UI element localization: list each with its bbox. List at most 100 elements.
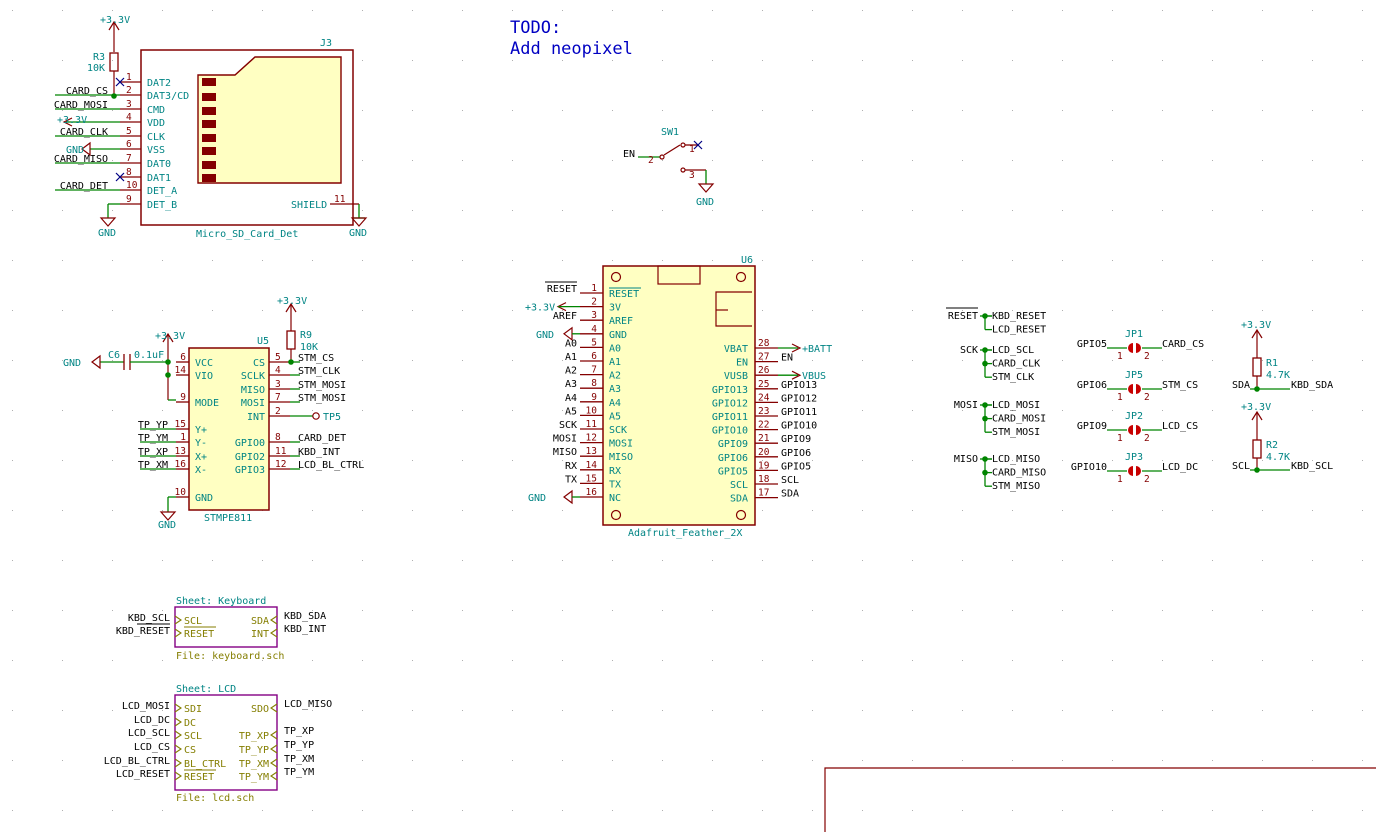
grid-dot: [412, 460, 413, 461]
svg-text:GND: GND: [696, 197, 714, 208]
grid-dot: [1362, 410, 1363, 411]
grid-dot: [962, 260, 963, 261]
grid-dot: [712, 710, 713, 711]
grid-dot: [1212, 710, 1213, 711]
grid-dot: [12, 310, 13, 311]
grid-dot: [1262, 210, 1263, 211]
grid-dot: [912, 310, 913, 311]
grid-dot: [362, 760, 363, 761]
grid-dot: [412, 760, 413, 761]
feather-board-u6[interactable]: U6 Adafruit_Feather_2X 1RESETRESET23V+3.…: [525, 255, 832, 539]
grid-dot: [1362, 360, 1363, 361]
resistor-ref: R2: [1266, 440, 1278, 451]
touch-controller-u5[interactable]: U5 STMPE811 6VCC14VIO9MODE15Y+TP_YP1Y-TP…: [138, 336, 364, 524]
grid-dot: [1112, 210, 1113, 211]
grid-dot: [12, 60, 13, 61]
u6-pin-name: SCK: [609, 425, 627, 436]
grid-dot: [1012, 510, 1013, 511]
jumper-pad: [1136, 384, 1141, 394]
j3-shield-label: SHIELD: [291, 200, 327, 211]
sw1-ref: SW1: [661, 127, 679, 138]
net-label: TX: [565, 474, 577, 485]
grid-dot: [862, 160, 863, 161]
grid-dot: [362, 210, 363, 211]
grid-dot: [62, 60, 63, 61]
c6-ref: C6: [108, 350, 120, 361]
u6-pin-number: 24: [758, 392, 770, 403]
grid-dot: [1212, 360, 1213, 361]
grid-dot: [1212, 810, 1213, 811]
grid-dot: [962, 610, 963, 611]
grid-dot: [1012, 260, 1013, 261]
grid-dot: [1212, 210, 1213, 211]
grid-dot: [1312, 10, 1313, 11]
sheet-input-marker: [174, 703, 182, 713]
grid-dot: [112, 660, 113, 661]
grid-dot: [812, 110, 813, 111]
switch-sw1[interactable]: SW1 EN GND 2 1 3: [623, 127, 715, 208]
grid-dot: [762, 710, 763, 711]
grid-dot: [312, 360, 313, 361]
grid-dot: [862, 660, 863, 661]
grid-dot: [1112, 310, 1113, 311]
net-label: LCD_DC: [134, 715, 170, 726]
net-label: GPIO6: [781, 448, 811, 459]
net-label: STM_MOSI: [992, 427, 1040, 438]
grid-dot: [1012, 710, 1013, 711]
u6-pin-name: A3: [609, 384, 621, 395]
grid-dot: [862, 710, 863, 711]
net-label: KBD_INT: [298, 447, 340, 458]
grid-dot: [12, 210, 13, 211]
grid-dot: [562, 110, 563, 111]
net-label: CARD_CS: [66, 86, 108, 97]
jumper-pin: 1: [1117, 392, 1123, 403]
j3-pin-number: 8: [126, 167, 132, 178]
net-label: STM_MOSI: [298, 393, 346, 404]
net-label: A1: [565, 352, 577, 363]
grid-dot: [312, 310, 313, 311]
grid-dot: [112, 510, 113, 511]
micro-sd-connector-j3[interactable]: J3 Micro_SD_Card_Det 1DAT22DAT3/CDCARD_C…: [54, 38, 368, 240]
grid-dot: [462, 410, 463, 411]
grid-dot: [1062, 510, 1063, 511]
grid-dot: [612, 110, 613, 111]
u5-pin-number: 14: [175, 365, 187, 376]
grid-dot: [1212, 10, 1213, 11]
grid-dot: [62, 610, 63, 611]
net-label: LCD_CS: [134, 742, 170, 753]
u5-pin-number: 15: [175, 419, 186, 430]
j3-pin-name: DAT0: [147, 159, 171, 170]
hier-sheet-lcd[interactable]: Sheet: LCD File: lcd.sch SDILCD_MOSIDCLC…: [104, 684, 332, 804]
grid-dot: [1312, 760, 1313, 761]
grid-dot: [162, 560, 163, 561]
svg-text:2: 2: [648, 155, 654, 166]
grid-dot: [1162, 610, 1163, 611]
grid-dot: [662, 810, 663, 811]
grid-dot: [512, 60, 513, 61]
resistor-r3[interactable]: +3.3V R3 10K: [87, 15, 130, 99]
grid-dot: [412, 110, 413, 111]
grid-dot: [1062, 410, 1063, 411]
v33-label: +3.3V: [1241, 402, 1271, 413]
u6-pin-name: A0: [609, 343, 621, 354]
grid-dot: [912, 810, 913, 811]
grid-dot: [712, 210, 713, 211]
sheet-pin-reset: RESET: [184, 629, 214, 640]
grid-dot: [712, 10, 713, 11]
grid-dot: [12, 560, 13, 561]
u6-pin-name: NC: [609, 493, 621, 504]
grid-dot: [662, 60, 663, 61]
u5-power-net: +3.3V GND C6 0.1uF GND +3.3V R9 10K: [63, 296, 320, 531]
grid-dot: [1112, 660, 1113, 661]
grid-dot: [1112, 710, 1113, 711]
grid-dot: [112, 610, 113, 611]
net-label: MOSI: [954, 400, 978, 411]
grid-dot: [1112, 360, 1113, 361]
resistor-body: [1252, 439, 1262, 459]
u6-pin-name: TX: [609, 479, 621, 490]
gnd-label-j3-shield: GND: [349, 228, 367, 239]
hier-sheet-keyboard[interactable]: Sheet: Keyboard File: keyboard.sch SCLKB…: [116, 596, 326, 662]
grid-dot: [312, 760, 313, 761]
net-label: LCD_RESET: [992, 325, 1046, 336]
junction: [982, 469, 988, 476]
